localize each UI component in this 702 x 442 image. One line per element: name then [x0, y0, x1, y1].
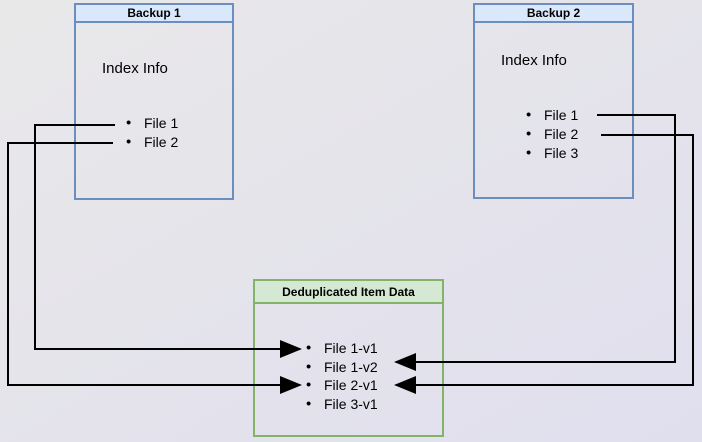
backup2-title: Backup 2: [526, 6, 581, 20]
backup1-header: Backup 1: [76, 5, 232, 23]
backup1-title: Backup 1: [127, 6, 181, 20]
list-item: File 2-v1: [306, 376, 378, 395]
dedup-box: Deduplicated Item Data File 1-v1 File 1-…: [253, 279, 444, 437]
list-item: File 3: [526, 143, 578, 162]
dedup-header: Deduplicated Item Data: [255, 281, 442, 304]
backup2-file-2: File 2: [544, 125, 579, 142]
backup2-index-info-label: Index Info: [501, 52, 567, 69]
dedup-item-file1v1: File 1-v1: [324, 340, 378, 357]
dedup-item-list: File 1-v1 File 1-v2 File 2-v1 File 3-v1: [306, 339, 378, 413]
list-item: File 2: [526, 124, 578, 143]
backup2-header: Backup 2: [475, 5, 632, 23]
backup1-index-info-label: Index Info: [102, 60, 168, 77]
list-item: File 2: [126, 133, 178, 152]
dedup-item-file3v1: File 3-v1: [324, 395, 378, 412]
dedup-item-file1v2: File 1-v2: [324, 358, 378, 375]
backup1-box: Backup 1 Index Info File 1 File 2: [74, 3, 234, 200]
backup2-box: Backup 2 Index Info File 1 File 2 File 3: [473, 3, 634, 199]
backup2-file-3: File 3: [544, 144, 579, 161]
list-item: File 1-v2: [306, 358, 378, 377]
backup2-file-1: File 1: [544, 106, 579, 123]
list-item: File 1-v1: [306, 339, 378, 358]
backup1-file-1: File 1: [144, 115, 179, 132]
list-item: File 3-v1: [306, 395, 378, 414]
backup1-file-2: File 2: [144, 133, 179, 150]
list-item: File 1: [526, 105, 578, 124]
backup1-file-list: File 1 File 2: [126, 114, 178, 151]
list-item: File 1: [126, 114, 178, 133]
dedup-title: Deduplicated Item Data: [282, 284, 415, 299]
backup2-file-list: File 1 File 2 File 3: [526, 105, 578, 162]
dedup-item-file2v1: File 2-v1: [324, 377, 378, 394]
